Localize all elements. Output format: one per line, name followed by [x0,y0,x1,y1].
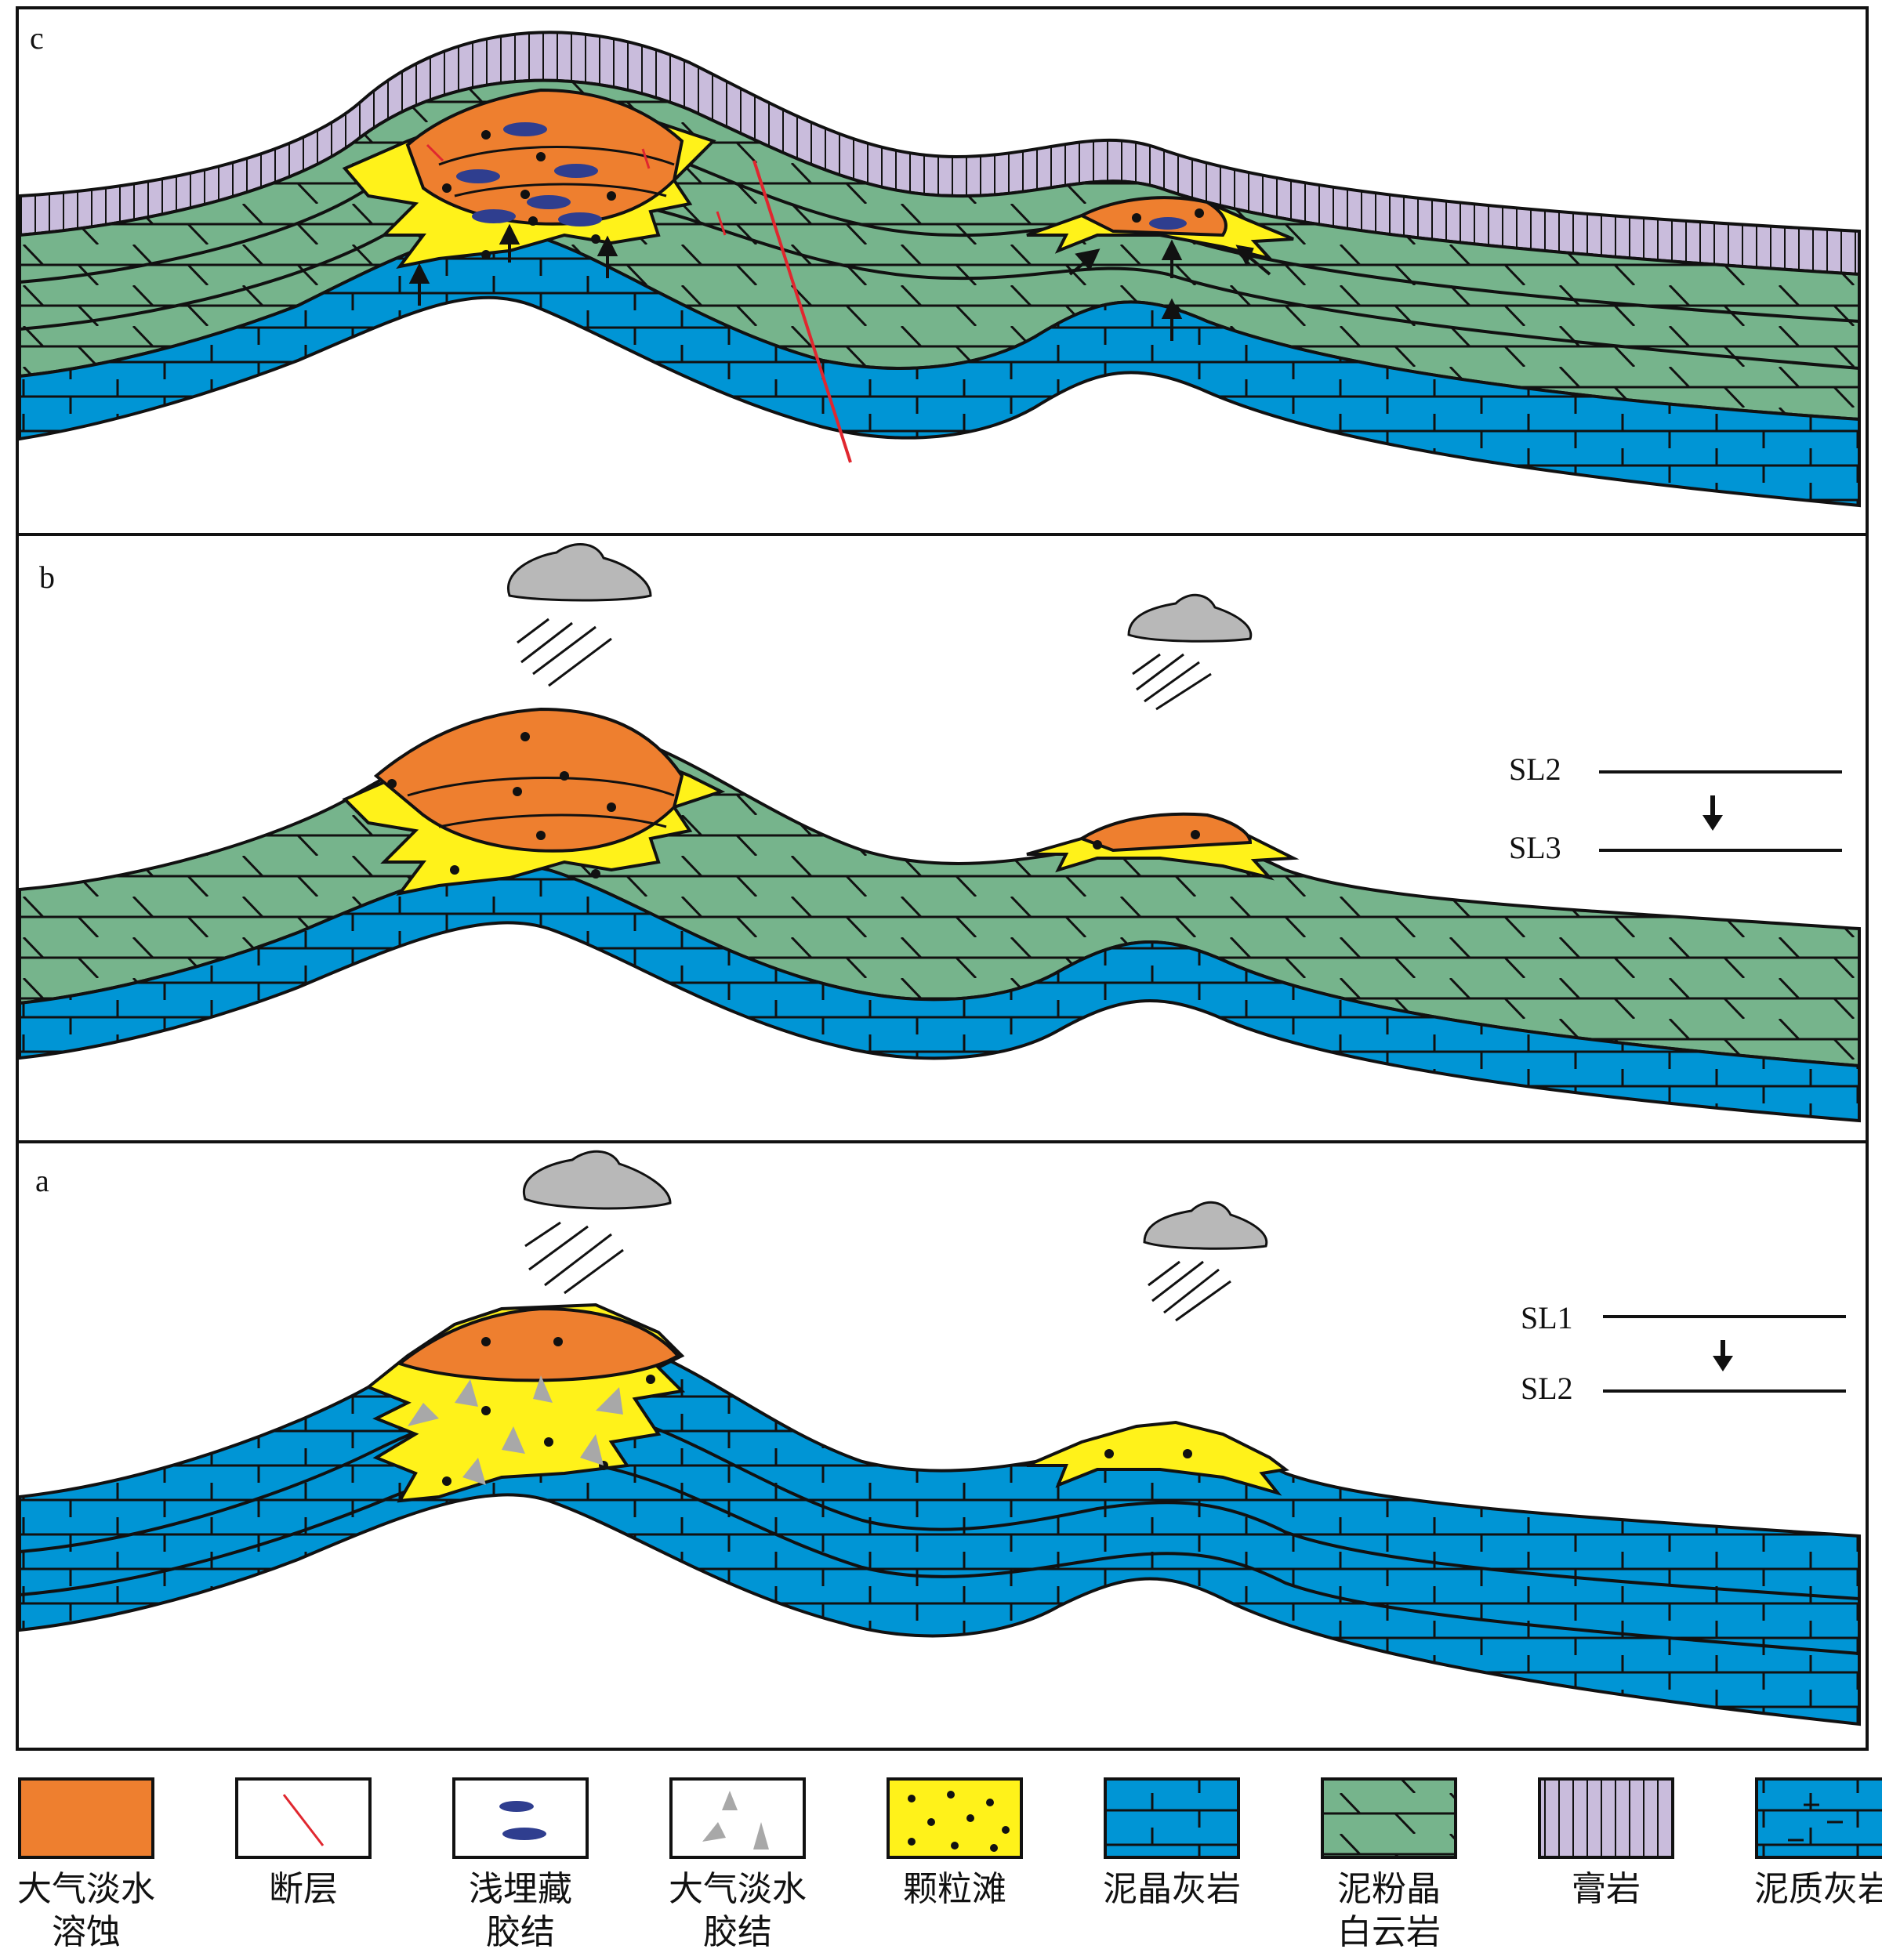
legend-label-micro-dolomite: 泥粉晶 [1337,1869,1441,1909]
dissolution-b-left [373,707,684,853]
panel-c-letter: c [30,20,44,56]
sea-level-lower-label: SL2 [1521,1371,1573,1406]
dissolution-a-left [396,1306,681,1382]
sea-level-upper-label: SL2 [1509,752,1561,787]
legend-item-argillaceous-limestone: 泥质灰岩 [1754,1777,1882,1909]
legend-label-dissolution-line2: 溶蚀 [52,1912,121,1952]
limestone-layer [18,864,1861,1123]
legend-item-grain-shoal: 颗粒滩 [887,1777,1023,1909]
cloud-icon [522,1150,672,1210]
legend: 大气淡水溶蚀断层浅埋藏胶结大气淡水胶结颗粒滩泥晶灰岩泥粉晶白云岩膏岩泥质灰岩 [17,1777,1882,1952]
legend-swatch-micrite-limestone [1104,1777,1240,1859]
cloud-icon [1127,593,1253,643]
panel-a-letter: a [35,1163,49,1198]
cloud-icon [506,543,652,602]
legend-label-dissolution: 大气淡水 [17,1869,155,1909]
sea-level-lower-label: SL3 [1509,830,1561,865]
legend-item-micrite-limestone: 泥晶灰岩 [1103,1777,1241,1909]
legend-item-fault: 断层 [235,1777,372,1909]
rain-icon [1132,653,1212,711]
legend-swatch-gypsum [1538,1777,1674,1859]
panel-a: a SL1 SL2 [16,1140,1869,1751]
legend-swatch-meteoric-cement [669,1777,806,1859]
legend-swatch-argillaceous-limestone [1755,1777,1882,1859]
legend-label-micrite-limestone: 泥晶灰岩 [1103,1869,1241,1909]
legend-item-gypsum: 膏岩 [1538,1777,1674,1909]
legend-label-shallow-burial-cement-line2: 胶结 [486,1912,555,1952]
dissolution-b-right [1078,812,1253,853]
rain-icon [524,1221,624,1295]
down-arrow-icon [1703,795,1723,831]
sea-level-upper-label: SL1 [1521,1300,1573,1335]
panel-b: b SL2 SL3 [16,533,1869,1143]
dissolution-c-right [1078,196,1227,237]
legend-label-shallow-burial-cement: 浅埋藏 [469,1869,572,1909]
legend-label-micro-dolomite-line2: 白云岩 [1337,1912,1441,1952]
legend-label-argillaceous-limestone: 泥质灰岩 [1754,1869,1882,1909]
fault-line [752,160,852,463]
legend-swatch-fault [235,1777,372,1859]
legend-label-meteoric-cement: 大气淡水 [669,1869,807,1909]
rain-icon [517,618,612,687]
rain-icon [1148,1260,1231,1322]
legend-swatch-shallow-burial-cement [452,1777,589,1859]
legend-swatch-dissolution [18,1777,154,1859]
legend-label-meteoric-cement-line2: 胶结 [703,1912,772,1952]
legend-swatch-micro-dolomite [1321,1777,1457,1859]
legend-label-gypsum: 膏岩 [1572,1869,1641,1909]
cloud-icon [1143,1201,1268,1250]
down-arrow-icon [1713,1340,1733,1371]
panel-c: c [16,6,1869,536]
panel-b-letter: b [39,560,55,595]
grain-shoal-a-right [1026,1420,1289,1496]
legend-label-grain-shoal: 颗粒滩 [903,1869,1006,1909]
legend-label-fault: 断层 [269,1869,338,1909]
